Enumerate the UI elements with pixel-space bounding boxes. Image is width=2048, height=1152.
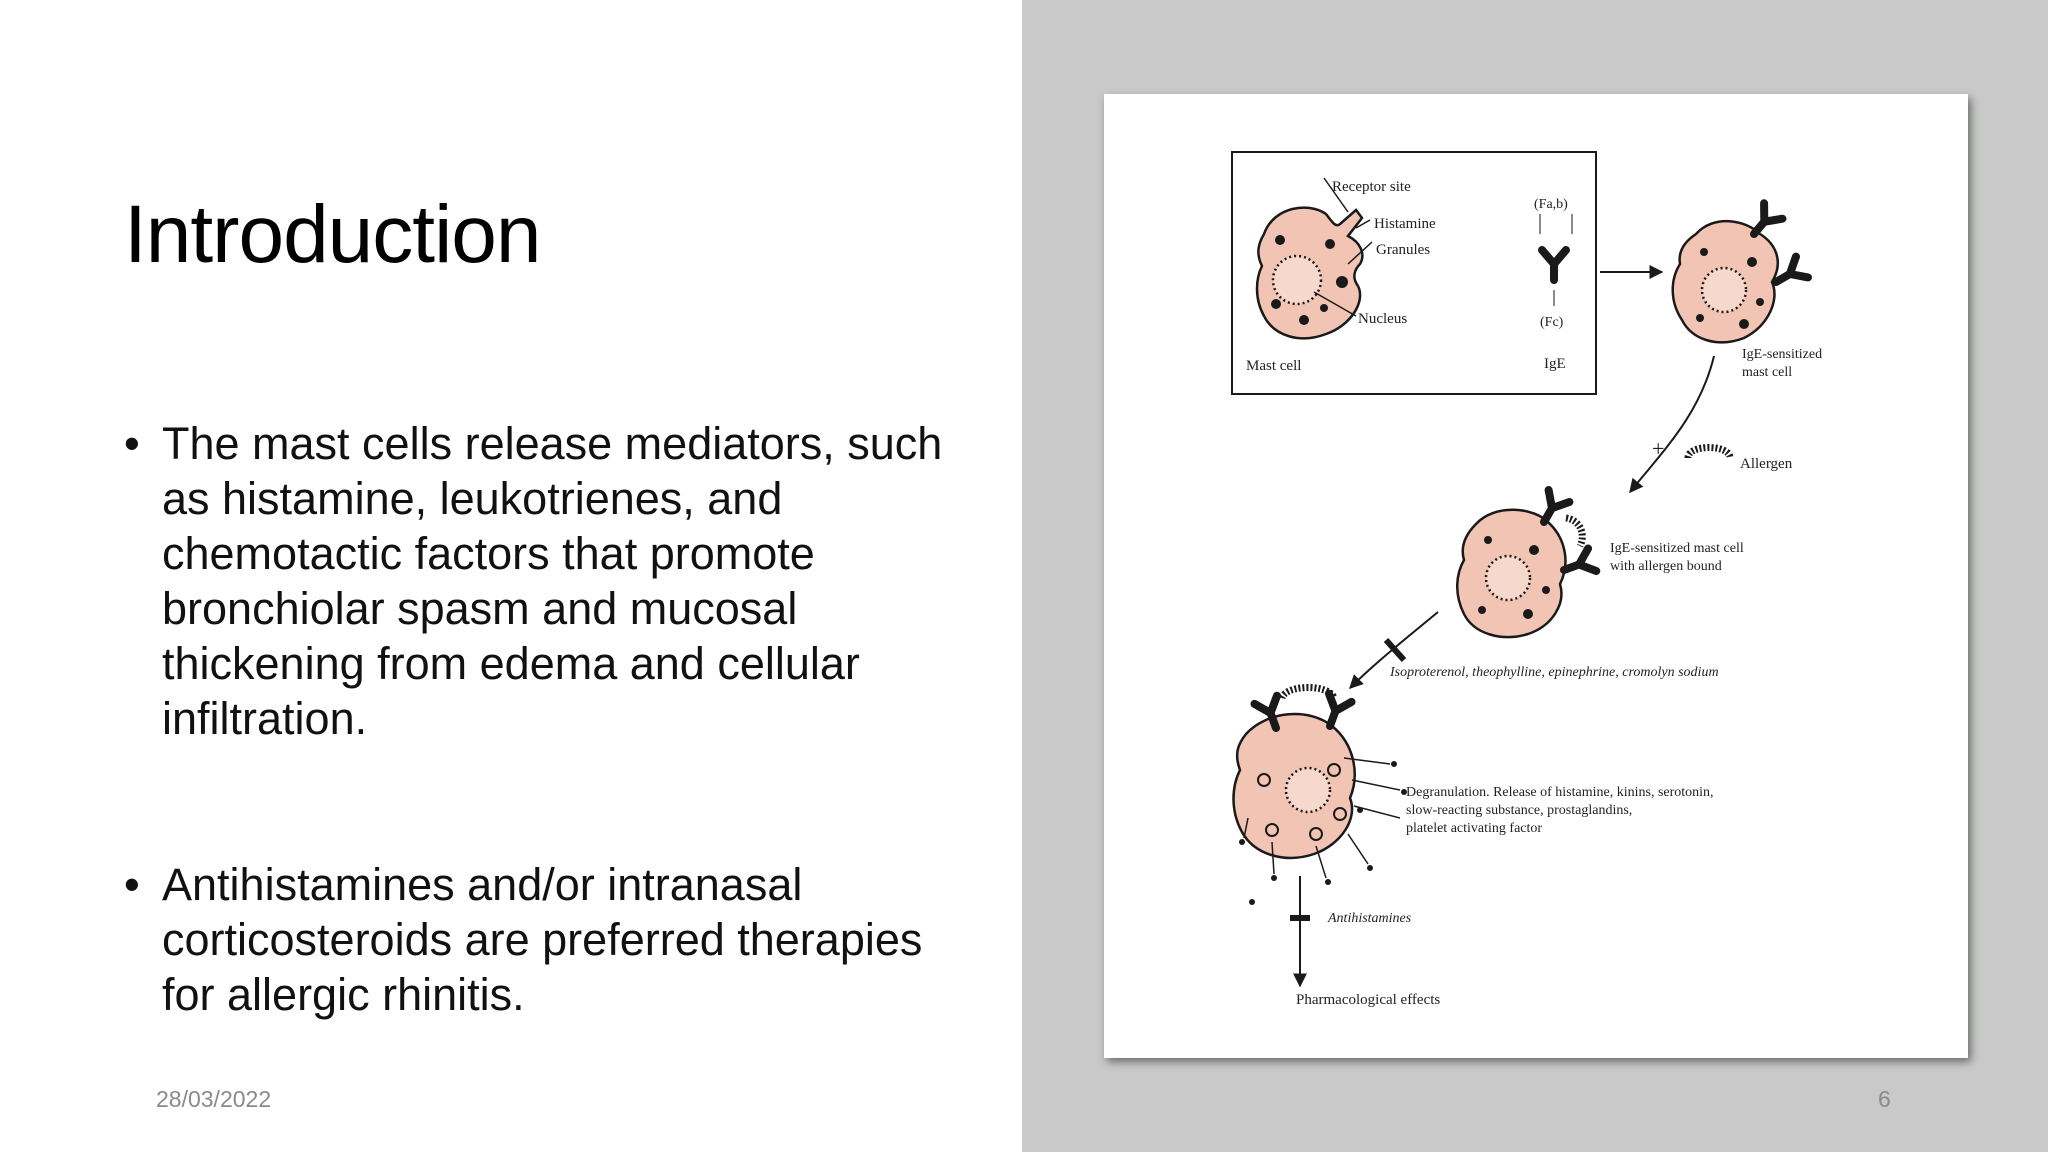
mast-cell-figure: Receptor site Histamine Granules Nucleus… (1104, 94, 1968, 1058)
label-degran-3: platelet activating factor (1406, 821, 1542, 836)
label-allergen: Allergen (1740, 456, 1793, 472)
label-antihistamines: Antihistamines (1327, 911, 1412, 926)
label-drugs: Isoproterenol, theophylline, epinephrine… (1389, 665, 1719, 680)
text-panel: Introduction •The mast cells release med… (0, 0, 1022, 1152)
label-nucleus: Nucleus (1358, 311, 1407, 327)
label-ige: IgE (1544, 356, 1566, 372)
mast-cell (1255, 206, 1364, 340)
page-number: 6 (1878, 1086, 1891, 1112)
label-bound-2: with allergen bound (1610, 559, 1722, 574)
label-ige-sensitized: IgE-sensitized (1742, 347, 1822, 362)
nucleus (1271, 254, 1323, 306)
bullet-item: •The mast cells release mediators, such … (124, 418, 943, 744)
degranulating-mast-cell (1232, 684, 1407, 905)
bullet-list: •The mast cells release mediators, such … (124, 416, 964, 1022)
allergen-bound-mast-cell (1456, 490, 1596, 639)
mast-cell-diagram: Receptor site Histamine Granules Nucleus… (1231, 151, 1822, 1008)
label-mast-cell-2: mast cell (1742, 365, 1792, 380)
bullet-text: The mast cells release mediators, such a… (162, 418, 943, 744)
label-bound-1: IgE-sensitized mast cell (1610, 541, 1744, 556)
legend-box (1231, 151, 1597, 395)
bullet-text: Antihistamines and/or intranasal cortico… (162, 859, 923, 1020)
label-granules: Granules (1376, 242, 1430, 258)
slide-title: Introduction (124, 189, 541, 280)
allergen-icon (1684, 444, 1734, 460)
label-fc: (Fc) (1540, 315, 1564, 330)
ige-antibody (1542, 250, 1566, 280)
bullet-item: •Antihistamines and/or intranasal cortic… (124, 859, 923, 1020)
label-histamine: Histamine (1374, 216, 1436, 232)
label-degran-2: slow-reacting substance, prostaglandins, (1406, 803, 1632, 818)
sensitized-mast-cell (1671, 203, 1808, 344)
label-fab: (Fa,b) (1534, 197, 1568, 212)
label-degran-1: Degranulation. Release of histamine, kin… (1406, 785, 1714, 800)
slide-date: 28/03/2022 (156, 1086, 272, 1112)
label-pharm-effects: Pharmacological effects (1296, 992, 1440, 1008)
label-mast-cell: Mast cell (1246, 358, 1301, 374)
label-receptor-site: Receptor site (1332, 179, 1411, 195)
label-plus: + (1652, 436, 1664, 461)
